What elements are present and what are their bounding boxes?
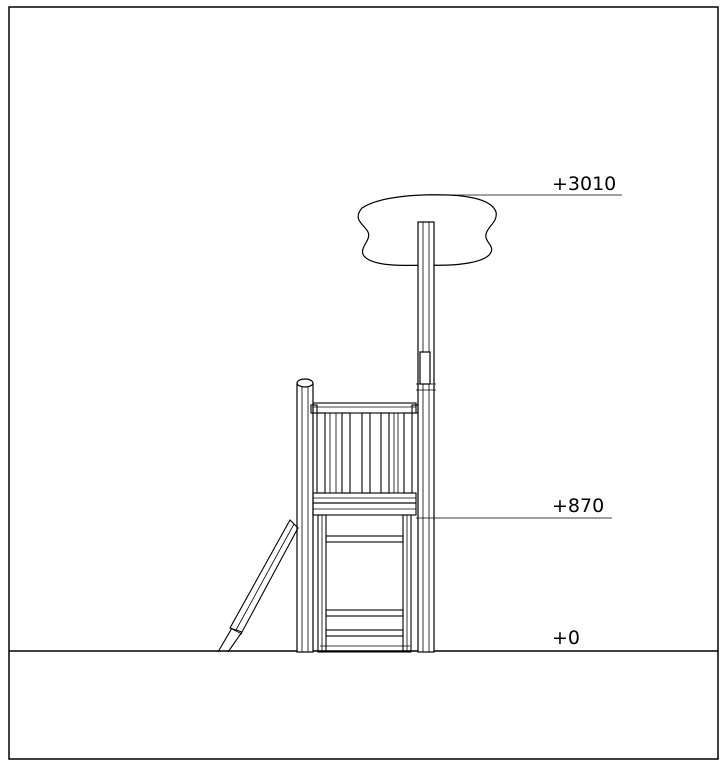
left-post (296, 378, 314, 653)
ladder (317, 514, 412, 653)
level-label-ground: +0 (552, 627, 580, 649)
level-label-top: +3010 (552, 173, 616, 195)
railing-panel (310, 402, 419, 504)
slide (217, 519, 299, 653)
level-marker-platform: +870 (416, 495, 612, 519)
level-marker-top: +3010 (430, 173, 622, 196)
platform-deck (312, 502, 417, 516)
roof-post (416, 221, 436, 653)
drawing-frame (8, 6, 719, 760)
level-label-platform: +870 (552, 495, 604, 517)
level-marker-ground: +0 (552, 627, 580, 649)
